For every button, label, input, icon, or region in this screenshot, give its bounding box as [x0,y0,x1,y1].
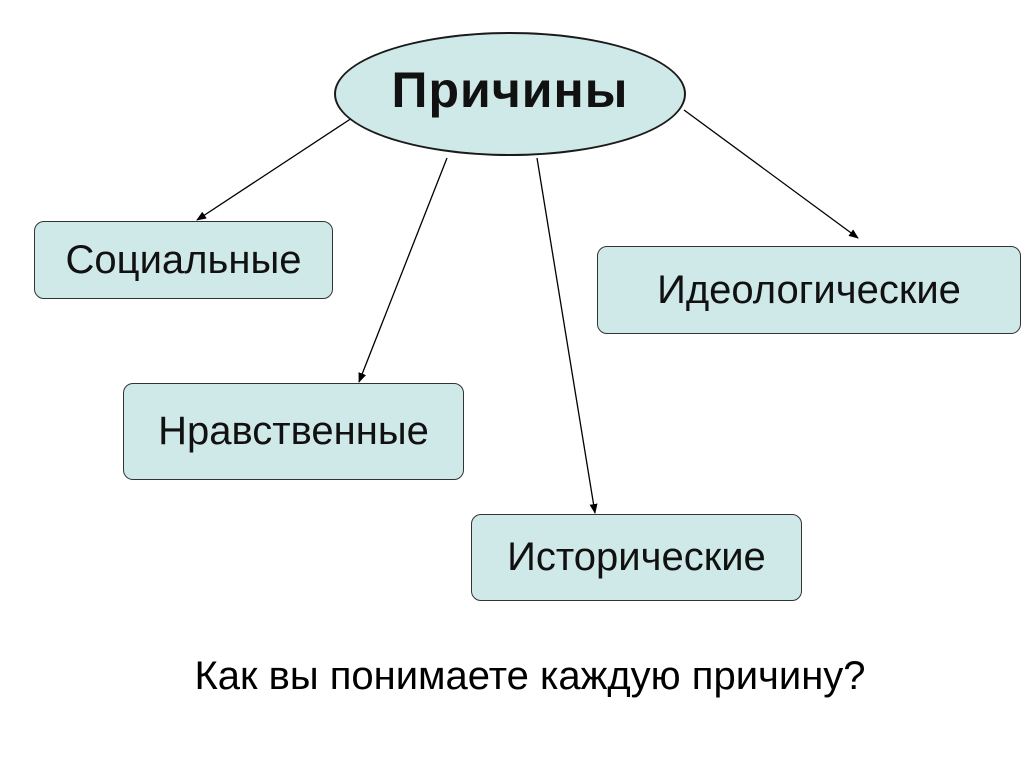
cause-label-ideological: Идеологические [657,267,961,312]
root-label: Причины [391,62,629,118]
arrow-to-social [196,117,353,221]
arrow-to-historical [536,157,598,514]
arrow-to-moral [358,157,448,383]
cause-label-social: Социальные [65,237,302,282]
cause-box-historical: Исторические [471,514,802,601]
cause-label-historical: Исторические [507,535,766,579]
cause-box-social: Социальные [34,221,333,299]
cause-label-moral: Нравственные [158,409,429,453]
question-text: Как вы понимаете каждую причину? [194,654,866,698]
cause-box-ideological: Идеологические [597,246,1021,334]
arrow-to-ideological [683,109,859,239]
cause-box-moral: Нравственные [123,383,464,480]
root-node-causes: Причины [334,32,686,156]
